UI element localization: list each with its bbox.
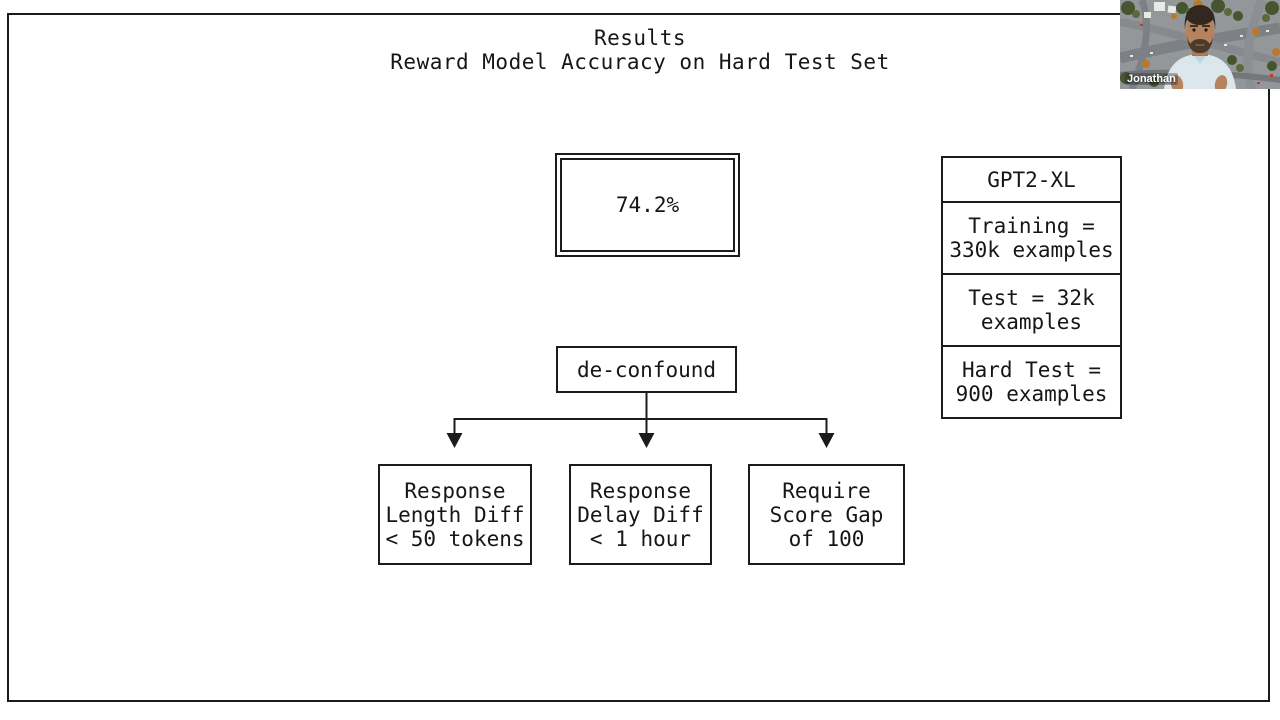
accuracy-box: 74.2% xyxy=(555,153,740,257)
table-cell-model-name: GPT2-XL xyxy=(941,156,1122,203)
slide-subtitle: Reward Model Accuracy on Hard Test Set xyxy=(390,50,890,74)
model-name-text: GPT2-XL xyxy=(987,167,1076,192)
table-cell-training-size: Training = 330k examples xyxy=(941,201,1122,275)
training-size-text: Training = 330k examples xyxy=(949,214,1114,262)
slide-title-block: Results Reward Model Accuracy on Hard Te… xyxy=(0,26,1280,74)
deconfound-box: de-confound xyxy=(556,346,737,393)
filter-box-response-length: Response Length Diff < 50 tokens xyxy=(378,464,532,565)
participant-video-thumbnail[interactable]: Jonathan xyxy=(1120,0,1280,89)
filter-box-score-gap-label: Require Score Gap of 100 xyxy=(769,478,884,551)
table-cell-hard-test-size: Hard Test = 900 examples xyxy=(941,345,1122,419)
hard-test-size-text: Hard Test = 900 examples xyxy=(955,358,1108,406)
filter-box-score-gap: Require Score Gap of 100 xyxy=(748,464,905,565)
slide-title: Results xyxy=(593,26,686,50)
participant-video-feed xyxy=(1120,0,1280,89)
filter-box-response-delay: Response Delay Diff < 1 hour xyxy=(569,464,712,565)
branch-connector-arrows xyxy=(446,391,835,448)
test-size-text: Test = 32k examples xyxy=(968,286,1095,334)
participant-name-label: Jonathan xyxy=(1125,73,1178,85)
filter-box-response-delay-label: Response Delay Diff < 1 hour xyxy=(577,478,704,551)
deconfound-label: de-confound xyxy=(576,357,717,382)
accuracy-value: 74.2% xyxy=(615,193,680,217)
filter-box-response-length-label: Response Length Diff < 50 tokens xyxy=(385,478,525,551)
model-info-table: GPT2-XL Training = 330k examples Test = … xyxy=(941,156,1122,419)
table-cell-test-size: Test = 32k examples xyxy=(941,273,1122,347)
accuracy-box-inner: 74.2% xyxy=(560,158,735,252)
